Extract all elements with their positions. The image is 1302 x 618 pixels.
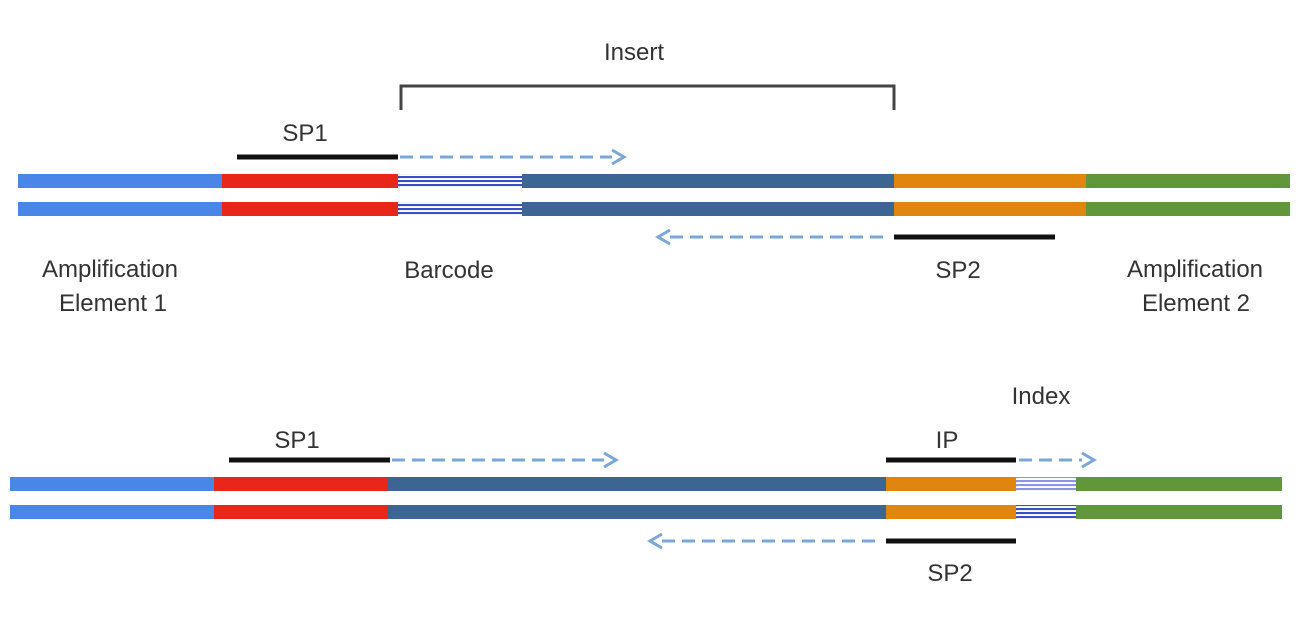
barcode-segment	[398, 202, 522, 216]
index-segment	[1016, 477, 1078, 491]
sp1-label: SP1	[282, 120, 327, 147]
read2-arrow	[647, 532, 878, 550]
ip-binding-segment	[886, 505, 1018, 519]
sp1-label: SP1	[274, 427, 319, 454]
amplification-element-1-label-line2: Element 1	[59, 290, 167, 317]
sp1-binding-segment	[214, 505, 390, 519]
top-strand-2	[18, 202, 1290, 216]
index-segment	[1016, 505, 1078, 519]
sp2-label: SP2	[927, 560, 972, 587]
barcode-segment	[398, 174, 522, 188]
amplification-element-1-segment	[18, 202, 224, 216]
index-read-arrow	[1019, 451, 1097, 469]
amplification-element-2-segment	[1086, 174, 1290, 188]
amplification-element-1-segment	[10, 505, 216, 519]
sp2-region-segment	[894, 202, 1088, 216]
ip-label: IP	[936, 427, 959, 454]
amplification-element-2-segment	[1076, 505, 1282, 519]
insert-label: Insert	[604, 39, 664, 66]
sp1-binding-segment	[222, 174, 400, 188]
amplification-element-1-segment	[10, 477, 216, 491]
top-strand-1	[18, 174, 1290, 188]
top-construct: Insert SP1	[18, 39, 1290, 317]
barcode-label: Barcode	[404, 257, 493, 284]
read2-arrow	[655, 228, 886, 246]
read1-arrow	[400, 148, 627, 166]
amplification-element-2-label-line1: Amplification	[1127, 256, 1263, 283]
amplification-element-1-segment	[18, 174, 224, 188]
insert-segment	[388, 505, 888, 519]
amplification-element-2-segment	[1076, 477, 1282, 491]
amplification-element-1-label-line1: Amplification	[42, 256, 178, 283]
sp2-label: SP2	[935, 257, 980, 284]
insert-segment	[522, 174, 896, 188]
bottom-strand-1	[10, 477, 1282, 491]
insert-segment	[388, 477, 888, 491]
sp1-binding-segment	[222, 202, 400, 216]
sp2-region-segment	[894, 174, 1088, 188]
read1-arrow	[392, 451, 619, 469]
ip-binding-segment	[886, 477, 1018, 491]
amplification-element-2-segment	[1086, 202, 1290, 216]
index-label: Index	[1012, 383, 1071, 410]
insert-segment	[522, 202, 896, 216]
bottom-construct: Index SP1 IP	[10, 383, 1282, 587]
amplification-element-2-label-line2: Element 2	[1142, 290, 1250, 317]
sp1-binding-segment	[214, 477, 390, 491]
bottom-strand-2	[10, 505, 1282, 519]
insert-bracket	[399, 84, 896, 110]
